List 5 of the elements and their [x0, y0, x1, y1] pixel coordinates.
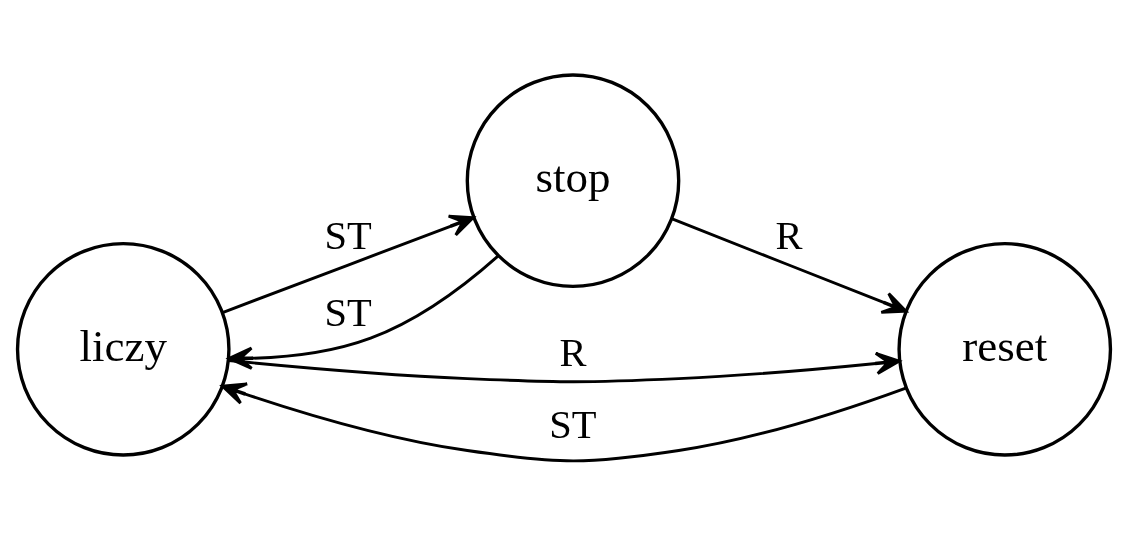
edge-label: ST	[324, 213, 372, 259]
edge-label: ST	[549, 401, 597, 447]
edge-label: R	[559, 329, 587, 375]
edge-label: R	[775, 213, 803, 259]
edge-label: ST	[324, 289, 372, 335]
